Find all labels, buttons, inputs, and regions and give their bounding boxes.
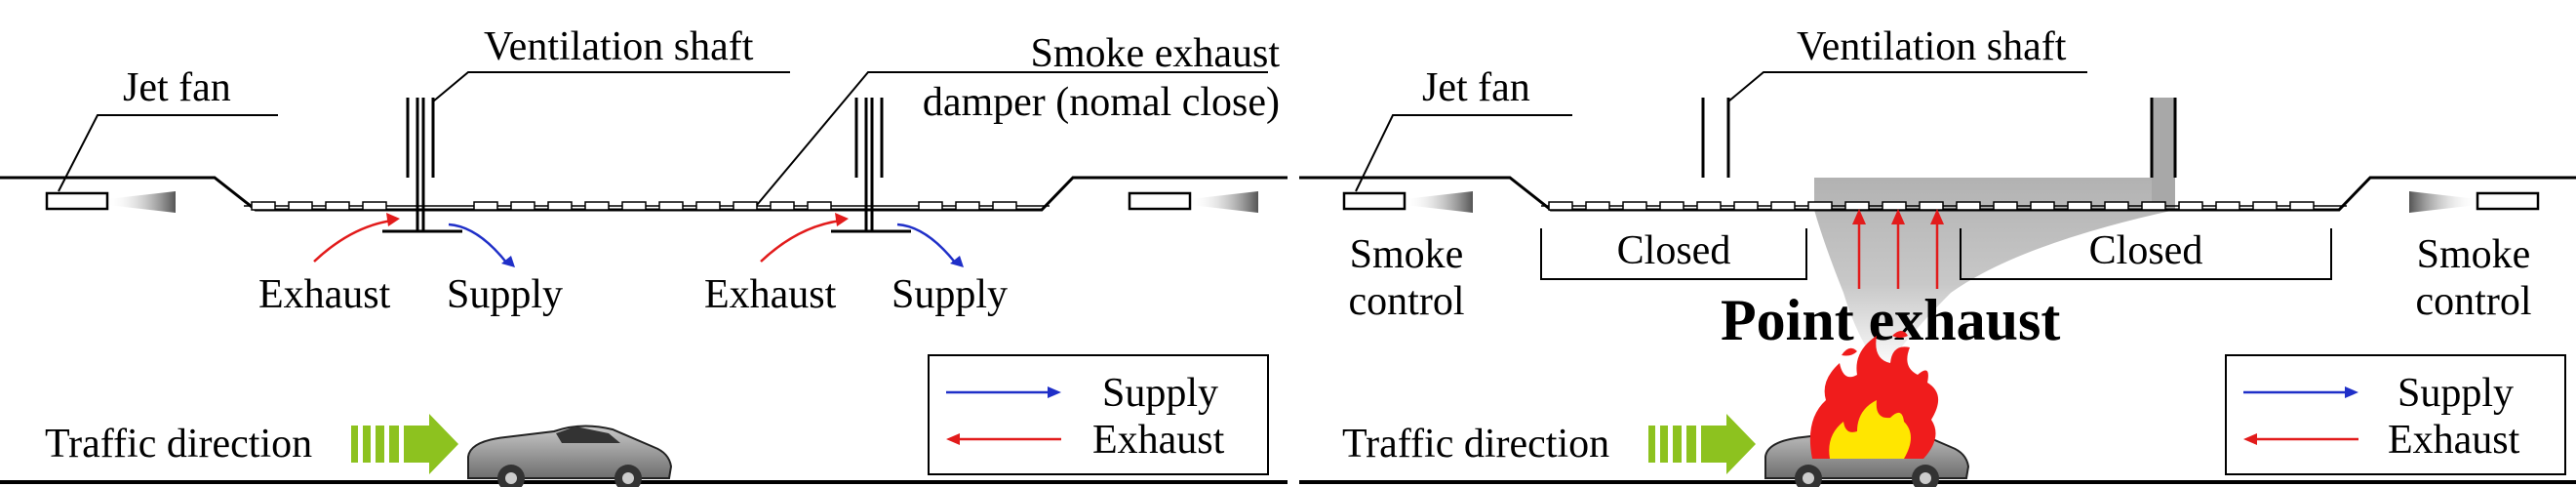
jet-fan-icon bbox=[2409, 191, 2540, 213]
ceiling-slab bbox=[1733, 201, 1759, 211]
ceiling-slab bbox=[288, 201, 313, 211]
ceiling-slab bbox=[1622, 201, 1647, 211]
ventilation-shaft-1 bbox=[406, 98, 435, 178]
legend: Supply Exhaust bbox=[2225, 354, 2566, 475]
left-panel: Jet fan Ventilation shaft Smoke exhaust … bbox=[0, 24, 1288, 487]
point-exhaust-label: Point exhaust bbox=[1721, 288, 2060, 352]
ceiling-slab bbox=[2030, 201, 2055, 211]
ventilation-shaft-2 bbox=[854, 98, 884, 178]
ceiling-slab bbox=[955, 201, 980, 211]
ceiling-slab bbox=[918, 201, 943, 211]
ceiling-slab bbox=[2104, 201, 2129, 211]
closed-label: Closed bbox=[2089, 228, 2203, 273]
exhaust-label: Exhaust bbox=[258, 272, 391, 317]
jet-fan-label: Jet fan bbox=[1422, 65, 1530, 110]
ceiling-slab bbox=[992, 201, 1017, 211]
ceiling-slab bbox=[473, 201, 498, 211]
supply-arrow bbox=[896, 223, 964, 267]
car-icon bbox=[467, 425, 673, 487]
traffic-direction-label: Traffic direction bbox=[1342, 422, 1609, 467]
ceiling-slab bbox=[547, 201, 573, 211]
ceiling-slab bbox=[2252, 201, 2278, 211]
fire-icon bbox=[1809, 331, 1939, 459]
ceiling-slab bbox=[2141, 201, 2166, 211]
smoke-plume bbox=[1814, 98, 2175, 371]
ceiling-slab bbox=[2067, 201, 2092, 211]
leader-lines bbox=[58, 71, 1268, 206]
supply-arrow bbox=[448, 223, 515, 267]
ceiling-slab bbox=[807, 201, 832, 211]
ceiling-slab bbox=[1882, 201, 1907, 211]
ceiling-slab bbox=[621, 201, 647, 211]
legend-exhaust-label: Exhaust bbox=[2388, 418, 2520, 463]
ceiling-slab bbox=[733, 201, 758, 211]
smoke-control-label-line2: control bbox=[1349, 279, 1465, 324]
ceiling-slab bbox=[2215, 201, 2240, 211]
ceiling-slab bbox=[2289, 201, 2315, 211]
closed-label: Closed bbox=[1617, 228, 1731, 273]
ceiling-slab bbox=[770, 201, 795, 211]
ceiling-slab bbox=[1807, 201, 1833, 211]
ceiling-slab bbox=[658, 201, 684, 211]
legend-supply-label: Supply bbox=[2398, 371, 2514, 416]
traffic-direction-label: Traffic direction bbox=[45, 422, 312, 467]
ceiling-slab bbox=[510, 201, 535, 211]
ceiling-slab bbox=[1919, 201, 1944, 211]
ceiling-slab bbox=[2178, 201, 2203, 211]
closed-bracket bbox=[1540, 228, 2332, 280]
ventilation-shaft bbox=[1701, 98, 2177, 178]
legend: Supply Exhaust bbox=[928, 354, 1269, 475]
ceiling-slab bbox=[1956, 201, 1981, 211]
exhaust-label: Exhaust bbox=[704, 272, 837, 317]
damper-rods bbox=[382, 98, 911, 233]
traffic-arrow-icon bbox=[1648, 414, 1756, 474]
legend-supply-label: Supply bbox=[1102, 371, 1218, 416]
ceiling-slab bbox=[695, 201, 721, 211]
damper-label-line1: Smoke exhaust bbox=[1031, 31, 1281, 76]
ventilation-shaft-label: Ventilation shaft bbox=[1797, 24, 2067, 69]
leader-lines bbox=[1355, 71, 2087, 192]
tunnel-ceiling bbox=[1299, 176, 2576, 212]
traffic-arrow-icon bbox=[351, 414, 458, 474]
exhaust-arrow bbox=[313, 213, 400, 263]
smoke-control-label-line2: control bbox=[2416, 279, 2532, 324]
ceiling-slab bbox=[1585, 201, 1610, 211]
ceiling-slab bbox=[1548, 201, 1573, 211]
jet-fan-label: Jet fan bbox=[123, 65, 231, 110]
ceiling-slab bbox=[584, 201, 610, 211]
tunnel-ceiling bbox=[0, 176, 1288, 212]
jet-fan-icon bbox=[1128, 191, 1258, 213]
legend-exhaust-label: Exhaust bbox=[1092, 418, 1225, 463]
ceiling-slab bbox=[251, 201, 276, 211]
ceiling-slab bbox=[1659, 201, 1684, 211]
exhaust-arrow bbox=[760, 213, 849, 263]
damper-label-line2: damper (nomal close) bbox=[923, 80, 1280, 125]
right-panel: Jet fan Ventilation shaft Smoke control … bbox=[1299, 24, 2576, 487]
supply-label: Supply bbox=[892, 272, 1008, 317]
ceiling-slab-segments bbox=[1541, 201, 2347, 211]
jet-fan-icon bbox=[1342, 191, 1473, 213]
ventilation-shaft-label: Ventilation shaft bbox=[484, 24, 754, 69]
exhaust-arrows bbox=[1852, 209, 1944, 289]
ceiling-slab bbox=[1696, 201, 1722, 211]
ceiling-slab bbox=[1844, 201, 1870, 211]
ceiling-slab bbox=[325, 201, 350, 211]
ceiling-slab bbox=[362, 201, 387, 211]
supply-label: Supply bbox=[447, 272, 563, 317]
jet-fan-icon bbox=[45, 191, 176, 213]
smoke-control-label-line1: Smoke bbox=[1350, 232, 1464, 277]
ceiling-slab-segments bbox=[244, 201, 1050, 211]
smoke-control-label-line1: Smoke bbox=[2417, 232, 2531, 277]
ceiling-slab bbox=[1770, 201, 1796, 211]
ceiling-slab bbox=[1993, 201, 2018, 211]
